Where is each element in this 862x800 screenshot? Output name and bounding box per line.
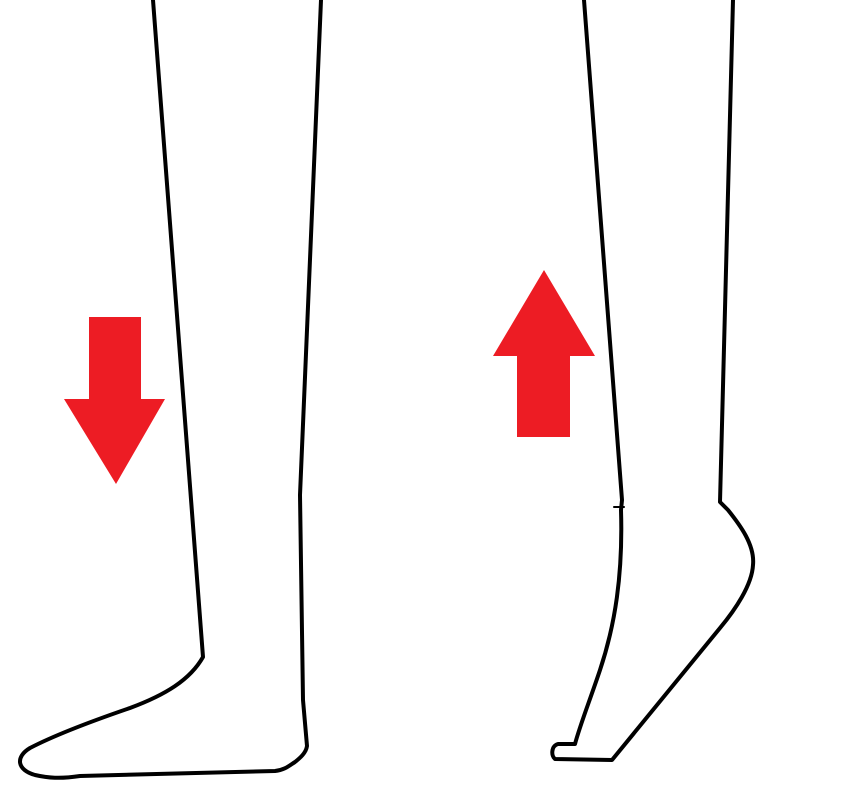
arrows bbox=[64, 270, 595, 484]
left-leg-back-outline bbox=[18, 0, 323, 780]
right-leg-figure bbox=[550, 0, 756, 762]
down-arrow-icon bbox=[64, 317, 165, 484]
right-leg-back-outline bbox=[550, 0, 756, 762]
up-arrow-icon bbox=[493, 270, 595, 437]
left-leg-figure bbox=[18, 0, 323, 780]
